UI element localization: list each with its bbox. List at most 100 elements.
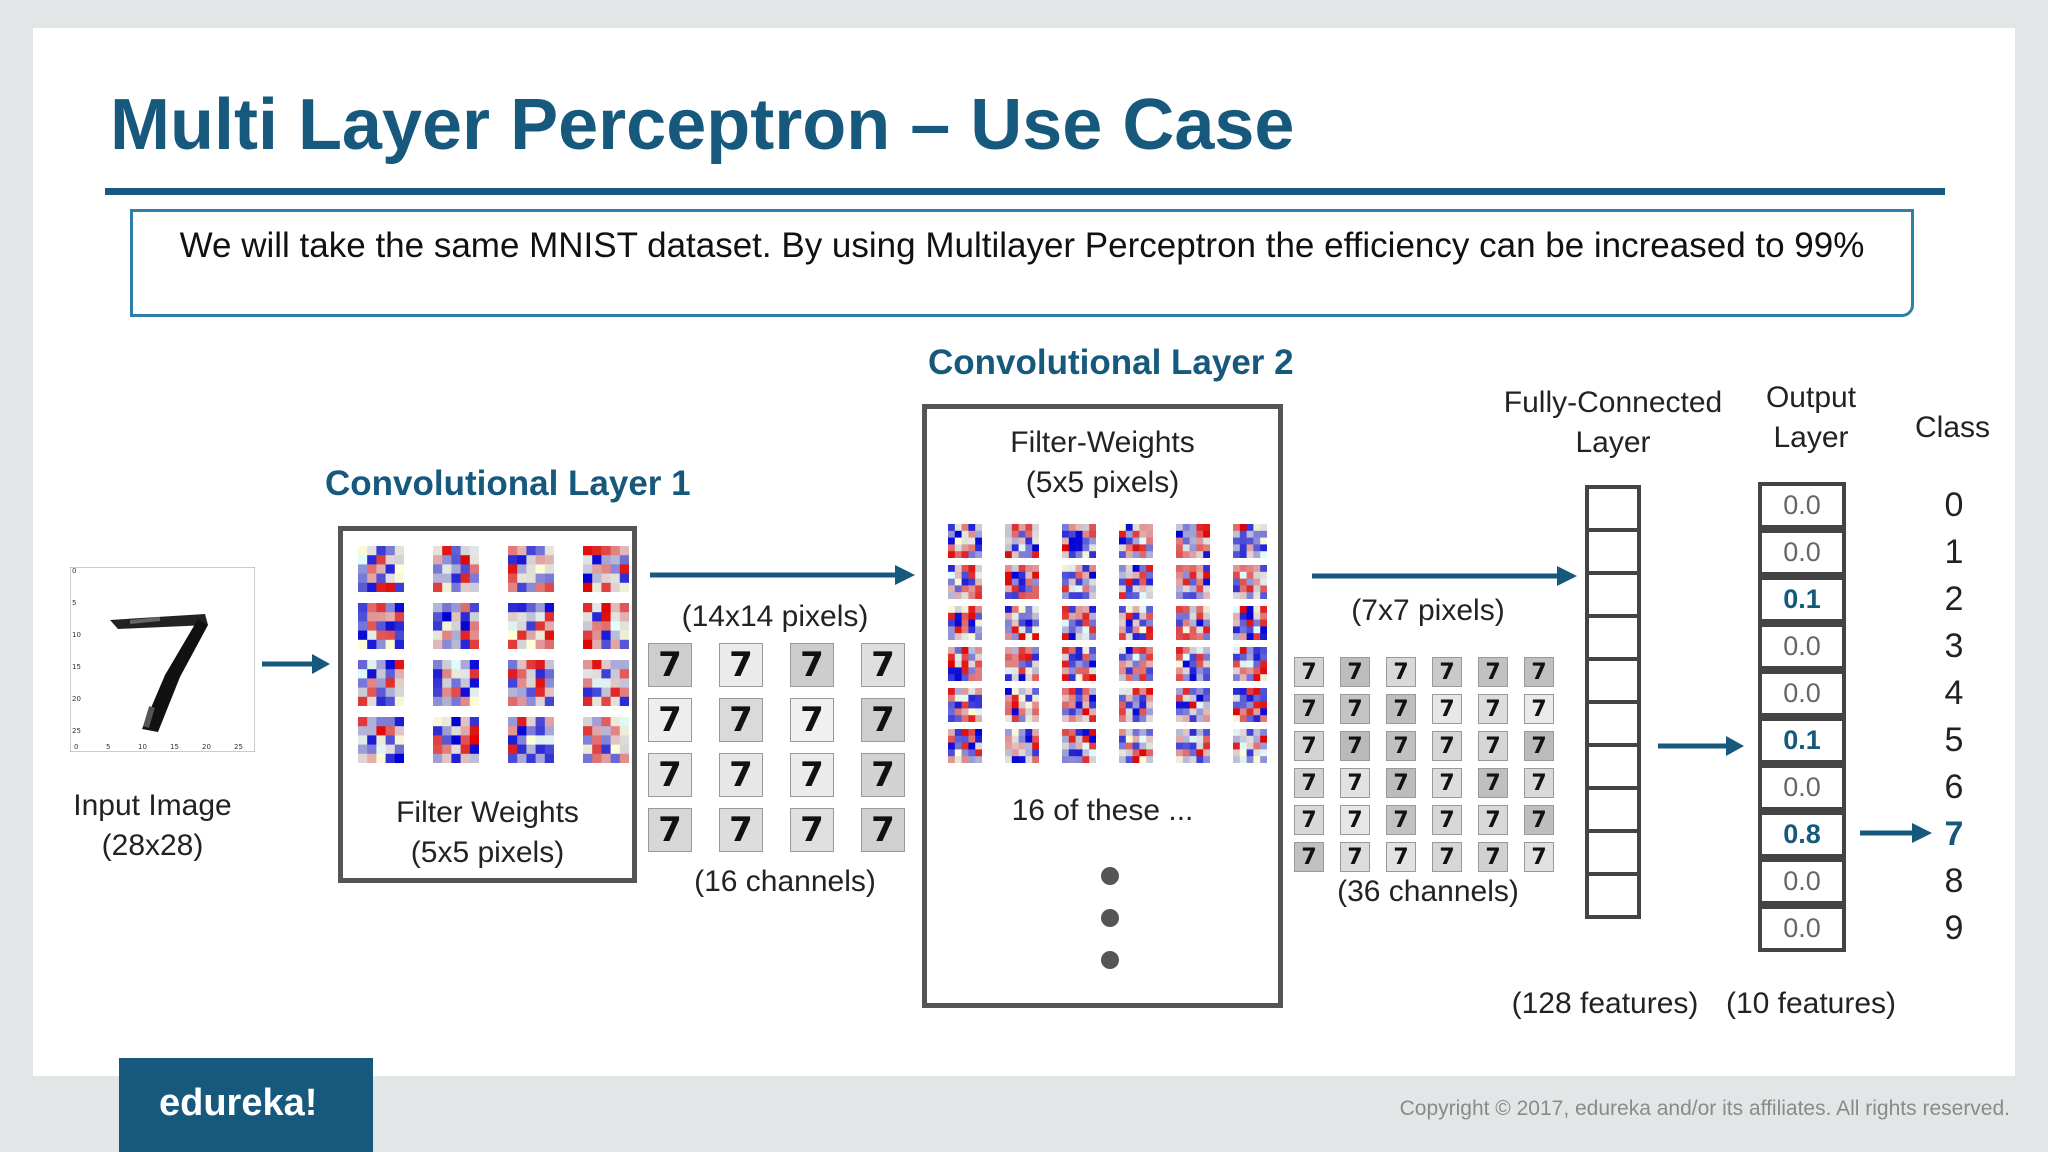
- output-neuron-value: 0.0: [1758, 482, 1846, 529]
- conv2-feature-map: 7: [1294, 694, 1324, 724]
- conv1-filter-weight: [433, 546, 479, 592]
- conv1-feature-map: 7: [790, 698, 834, 742]
- conv2-feature-map: 7: [1432, 842, 1462, 872]
- fc-layer-column: [1585, 485, 1641, 919]
- x-tick-label: 0: [74, 743, 78, 751]
- output-neuron-value: 0.0: [1758, 670, 1846, 717]
- conv2-filter-weight: [1233, 688, 1267, 722]
- fc-neuron: [1585, 614, 1641, 661]
- arrow-conv1-to-conv2: [650, 565, 915, 585]
- class-label: 8: [1944, 862, 1964, 900]
- conv1-filter-weight: [433, 660, 479, 706]
- y-tick-label: 15: [72, 663, 81, 671]
- conv1-feature-map: 7: [719, 753, 763, 797]
- class-label: 6: [1944, 768, 1964, 806]
- conv2-feature-map: 7: [1432, 694, 1462, 724]
- x-tick-label: 10: [138, 743, 147, 751]
- conv1-filter-weight: [358, 660, 404, 706]
- conv2-filter-weight: [1005, 524, 1039, 558]
- conv2-feature-map: 7: [1478, 731, 1508, 761]
- fc-title: Fully-Connected Layer: [1493, 383, 1733, 463]
- output-neuron-value: 0.0: [1758, 858, 1846, 905]
- conv2-feature-map: 7: [1294, 768, 1324, 798]
- conv2-filter-weight: [1176, 688, 1210, 722]
- output-neuron-value: 0.0: [1758, 623, 1846, 670]
- conv1-weights-label: Filter Weights: [396, 796, 579, 829]
- conv1-feature-map: 7: [861, 643, 905, 687]
- conv2-feature-map: 7: [1386, 842, 1416, 872]
- y-tick-label: 0: [72, 567, 76, 575]
- digit-seven-strokes: [110, 614, 208, 732]
- x-tick-label: 5: [106, 743, 110, 751]
- conv2-filter-weight: [948, 729, 982, 763]
- conv2-feature-map: 7: [1294, 842, 1324, 872]
- conv1-filter-weight: [358, 603, 404, 649]
- conv2-filter-weight: [1176, 729, 1210, 763]
- conv2-feature-map: 7: [1432, 768, 1462, 798]
- conv2-filter-weight: [1062, 647, 1096, 681]
- conv1-filter-weight: [508, 717, 554, 763]
- conv2-feature-map: 7: [1294, 805, 1324, 835]
- conv1-feature-map: 7: [790, 808, 834, 852]
- conv1-feature-map: 7: [648, 698, 692, 742]
- conv2-feature-map: 7: [1524, 694, 1554, 724]
- conv2-filter-weight: [1119, 647, 1153, 681]
- conv1-feature-map: 7: [861, 698, 905, 742]
- class-label: 0: [1944, 486, 1964, 524]
- conv2-filter-grid: [948, 524, 1267, 763]
- fc-neuron: [1585, 571, 1641, 618]
- output-neuron-value: 0.0: [1758, 529, 1846, 576]
- fc-neuron: [1585, 743, 1641, 790]
- conv1-filter-weight: [583, 546, 629, 592]
- conv1-feature-map: 7: [861, 808, 905, 852]
- output-neuron-value: 0.0: [1758, 764, 1846, 811]
- class-label: 4: [1944, 674, 1964, 712]
- conv2-feature-map: 7: [1478, 694, 1508, 724]
- conv2-feature-map: 7: [1386, 768, 1416, 798]
- conv2-filter-weight: [1005, 647, 1039, 681]
- conv1-feature-map: 7: [861, 753, 905, 797]
- conv2-feature-map: 7: [1478, 768, 1508, 798]
- conv1-filter-weight: [508, 660, 554, 706]
- conv2-filter-weight: [1119, 729, 1153, 763]
- conv1-feature-map: 7: [648, 643, 692, 687]
- conv2-channels: (36 channels): [1337, 875, 1519, 908]
- conv2-filter-weight: [948, 688, 982, 722]
- conv1-filter-weight: [583, 717, 629, 763]
- conv2-weights-label: Filter-Weights: [1010, 426, 1195, 459]
- conv2-filter-weight: [1233, 647, 1267, 681]
- conv2-filter-weight: [948, 524, 982, 558]
- conv2-title: Convolutional Layer 2: [928, 343, 1294, 382]
- conv1-weights-size: (5x5 pixels): [410, 836, 565, 869]
- fc-features: (128 features): [1511, 987, 1699, 1020]
- class-label: 2: [1944, 580, 1964, 618]
- conv2-filter-weight: [1176, 524, 1210, 558]
- conv2-filter-weight: [1176, 647, 1210, 681]
- conv2-feature-map: 7: [1386, 657, 1416, 687]
- fc-title-line1: Fully-Connected: [1503, 386, 1723, 419]
- conv1-filter-weight: [358, 717, 404, 763]
- conv2-filter-weight: [1005, 606, 1039, 640]
- conv2-filter-weight: [948, 606, 982, 640]
- conv2-filter-weight: [1005, 688, 1039, 722]
- conv1-channels: (16 channels): [694, 865, 876, 898]
- conv1-feature-map: 7: [719, 808, 763, 852]
- output-neuron-value: 0.1: [1758, 576, 1846, 623]
- conv2-filter-weight: [1005, 729, 1039, 763]
- input-image-caption: Input Image (28x28): [60, 786, 245, 866]
- conv2-filter-weight: [1119, 565, 1153, 599]
- conv1-feature-map: 7: [719, 698, 763, 742]
- conv2-filter-weight: [1233, 729, 1267, 763]
- x-tick-label: 15: [170, 743, 179, 751]
- class-label: 1: [1944, 533, 1964, 571]
- conv1-filter-weight: [358, 546, 404, 592]
- edureka-logo: edureka!: [119, 1058, 373, 1152]
- conv1-weights-caption: Filter Weights (5x5 pixels): [343, 793, 632, 873]
- y-tick-label: 20: [72, 695, 81, 703]
- conv1-output-size: (14x14 pixels): [681, 600, 869, 633]
- conv2-feature-map: 7: [1432, 731, 1462, 761]
